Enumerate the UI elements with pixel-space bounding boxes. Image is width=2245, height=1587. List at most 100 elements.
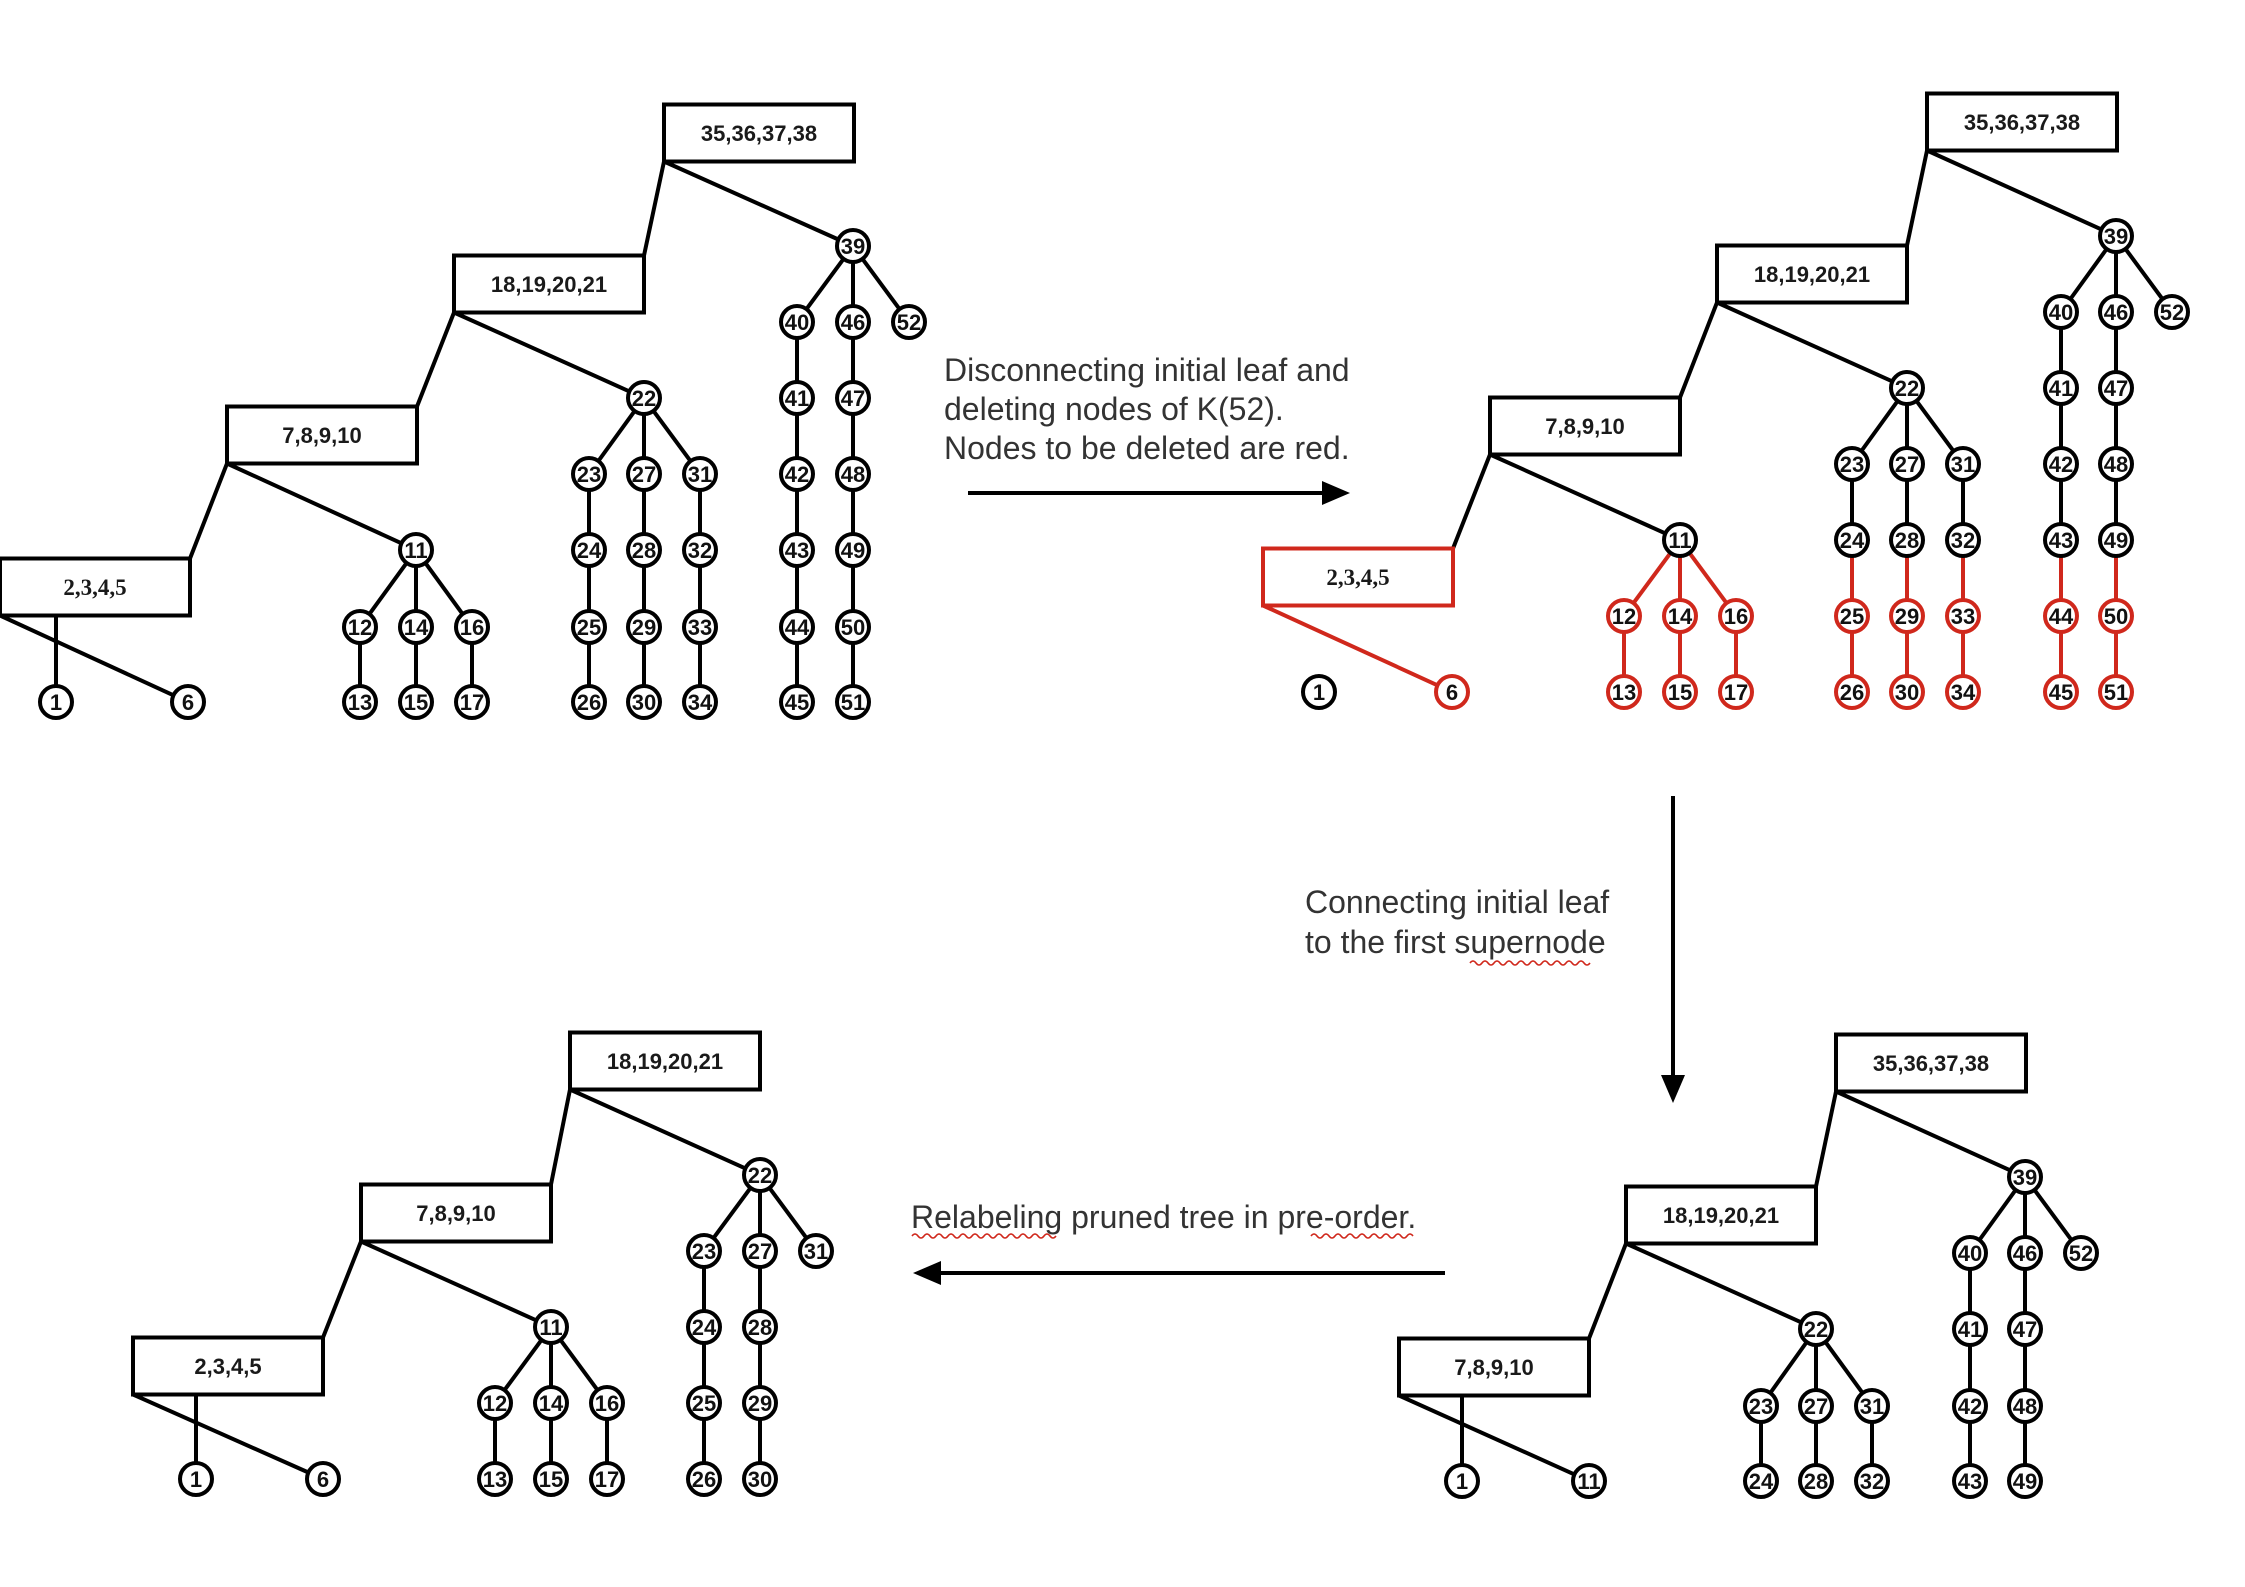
marked-node-49: 49 <box>2098 522 2134 558</box>
original-edge-18,19,20,21-22 <box>453 310 631 394</box>
pruned-node-23: 23 <box>1743 1388 1779 1424</box>
caption-step2-line1: Connecting initial leaf <box>1305 884 1609 920</box>
relabeled-edge-7,8,9,10-11 <box>360 1239 538 1323</box>
pruned-node-42: 42 <box>1952 1388 1988 1424</box>
original-supernode-35-36-37-38: 35,36,37,38 <box>662 102 856 164</box>
original-node-label: 42 <box>785 462 809 487</box>
original-edge-11-12 <box>367 561 409 616</box>
original-edge-11-16 <box>423 561 465 616</box>
marked-node-label: 42 <box>2049 452 2073 477</box>
original-node-48: 48 <box>835 456 871 492</box>
pruned-edge-22-31 <box>1823 1340 1865 1395</box>
caption-step1-line1: Disconnecting initial leaf and <box>944 352 1350 388</box>
pruned-edge-7,8,9,10-11 <box>1398 1393 1576 1477</box>
marked-node-26: 26 <box>1834 674 1870 710</box>
marked-node-label: 39 <box>2104 224 2128 249</box>
original-node-label: 13 <box>348 690 372 715</box>
original-node-31: 31 <box>682 456 718 492</box>
pruned-supernode-label: 7,8,9,10 <box>1454 1355 1534 1380</box>
relabeled-edge-2,3,4,5-7,8,9,10 <box>321 1240 363 1339</box>
original-node-label: 39 <box>841 234 865 259</box>
caption-step2-line2: to the first supernode <box>1305 924 1606 960</box>
relabeled-node-17: 17 <box>589 1461 625 1497</box>
relabeled-node-24: 24 <box>686 1309 722 1345</box>
relabeled-node-6: 6 <box>305 1461 341 1497</box>
relabeled-node-22: 22 <box>742 1157 778 1193</box>
marked-supernode-18-19-20-21: 18,19,20,21 <box>1715 243 1909 305</box>
original-node-label: 52 <box>897 310 921 335</box>
original-edges <box>0 159 902 698</box>
original-node-16: 16 <box>454 609 490 645</box>
original-edge-2,3,4,5-6 <box>0 613 175 698</box>
marked-node-label: 22 <box>1895 376 1919 401</box>
original-node-label: 29 <box>632 615 656 640</box>
marked-node-label: 12 <box>1612 604 1636 629</box>
pruned-node-label: 40 <box>1958 1241 1982 1266</box>
original-node-label: 49 <box>841 538 865 563</box>
original-node-label: 6 <box>182 690 194 715</box>
marked-node-label: 25 <box>1840 604 1864 629</box>
marked-node-14: 14 <box>1662 598 1698 634</box>
pruned-edges <box>1398 1089 2074 1477</box>
original-node-33: 33 <box>682 609 718 645</box>
marked-edge-22-23 <box>1859 399 1900 453</box>
pruned-node-label: 42 <box>1958 1394 1982 1419</box>
marked-node-label: 24 <box>1840 528 1865 553</box>
pruned-node-label: 31 <box>1860 1394 1884 1419</box>
relabeled-node-label: 11 <box>539 1315 562 1340</box>
relabeled-edge-11-12 <box>502 1338 544 1392</box>
marked-node-27: 27 <box>1889 446 1925 482</box>
pruned-edge-18,19,20,21-22 <box>1625 1241 1803 1325</box>
pruned-edge-39-52 <box>2032 1188 2074 1242</box>
marked-node-label: 16 <box>1724 604 1748 629</box>
pruned-node-label: 49 <box>2013 1469 2037 1494</box>
marked-node-41: 41 <box>2043 370 2079 406</box>
original-node-30: 30 <box>626 684 662 720</box>
original-supernode-label: 35,36,37,38 <box>701 121 817 146</box>
pruned-node-27: 27 <box>1798 1388 1834 1424</box>
original-edge-39-52 <box>860 257 902 311</box>
pruned-edge-7,8,9,10-18,19,20,21 <box>1587 1242 1628 1340</box>
original-node-22: 22 <box>626 380 662 416</box>
marked-node-label: 48 <box>2104 452 2128 477</box>
pruned-node-label: 23 <box>1749 1394 1773 1419</box>
original-node-50: 50 <box>835 609 871 645</box>
original-node-label: 41 <box>785 386 809 411</box>
original-node-42: 42 <box>779 456 815 492</box>
marked-node-label: 45 <box>2049 680 2073 705</box>
relabeled-node-30: 30 <box>742 1461 778 1497</box>
original-node-49: 49 <box>835 532 871 568</box>
original-node-32: 32 <box>682 532 718 568</box>
marked-supernode-label: 18,19,20,21 <box>1754 262 1870 287</box>
marked-node-label: 33 <box>1951 604 1975 629</box>
relabeled-node-14: 14 <box>533 1385 569 1421</box>
original-node-11: 11 <box>398 532 434 568</box>
pruned-node-label: 1 <box>1456 1469 1468 1494</box>
pruned-node-1: 1 <box>1444 1463 1480 1499</box>
original-node-label: 12 <box>348 615 372 640</box>
marked-node-label: 50 <box>2104 604 2128 629</box>
relabeled-node-label: 16 <box>595 1391 619 1416</box>
original-edge-39-40 <box>804 257 846 311</box>
original-node-label: 24 <box>577 538 602 563</box>
original-edge-35,36,37,38-39 <box>663 159 840 242</box>
original-node-1: 1 <box>38 684 74 720</box>
pruned-node-52: 52 <box>2063 1235 2099 1271</box>
original-node-label: 1 <box>50 690 62 715</box>
marked-node-13: 13 <box>1606 674 1642 710</box>
arrow-down <box>1661 796 1685 1103</box>
original-node-label: 32 <box>688 538 712 563</box>
pruned-node-label: 22 <box>1804 1317 1828 1342</box>
spellcheck-underline-preorder <box>1310 1233 1414 1239</box>
marked-node-label: 43 <box>2049 528 2073 553</box>
original-node-label: 31 <box>688 462 712 487</box>
pruned-supernode-label: 18,19,20,21 <box>1663 1203 1779 1228</box>
edges-layer <box>0 148 2165 1477</box>
pruned-edge-22-23 <box>1768 1340 1809 1395</box>
pruned-node-47: 47 <box>2007 1311 2043 1347</box>
original-node-label: 51 <box>841 690 865 715</box>
marked-node-11: 11 <box>1662 522 1698 558</box>
pruned-node-label: 11 <box>1577 1469 1600 1494</box>
